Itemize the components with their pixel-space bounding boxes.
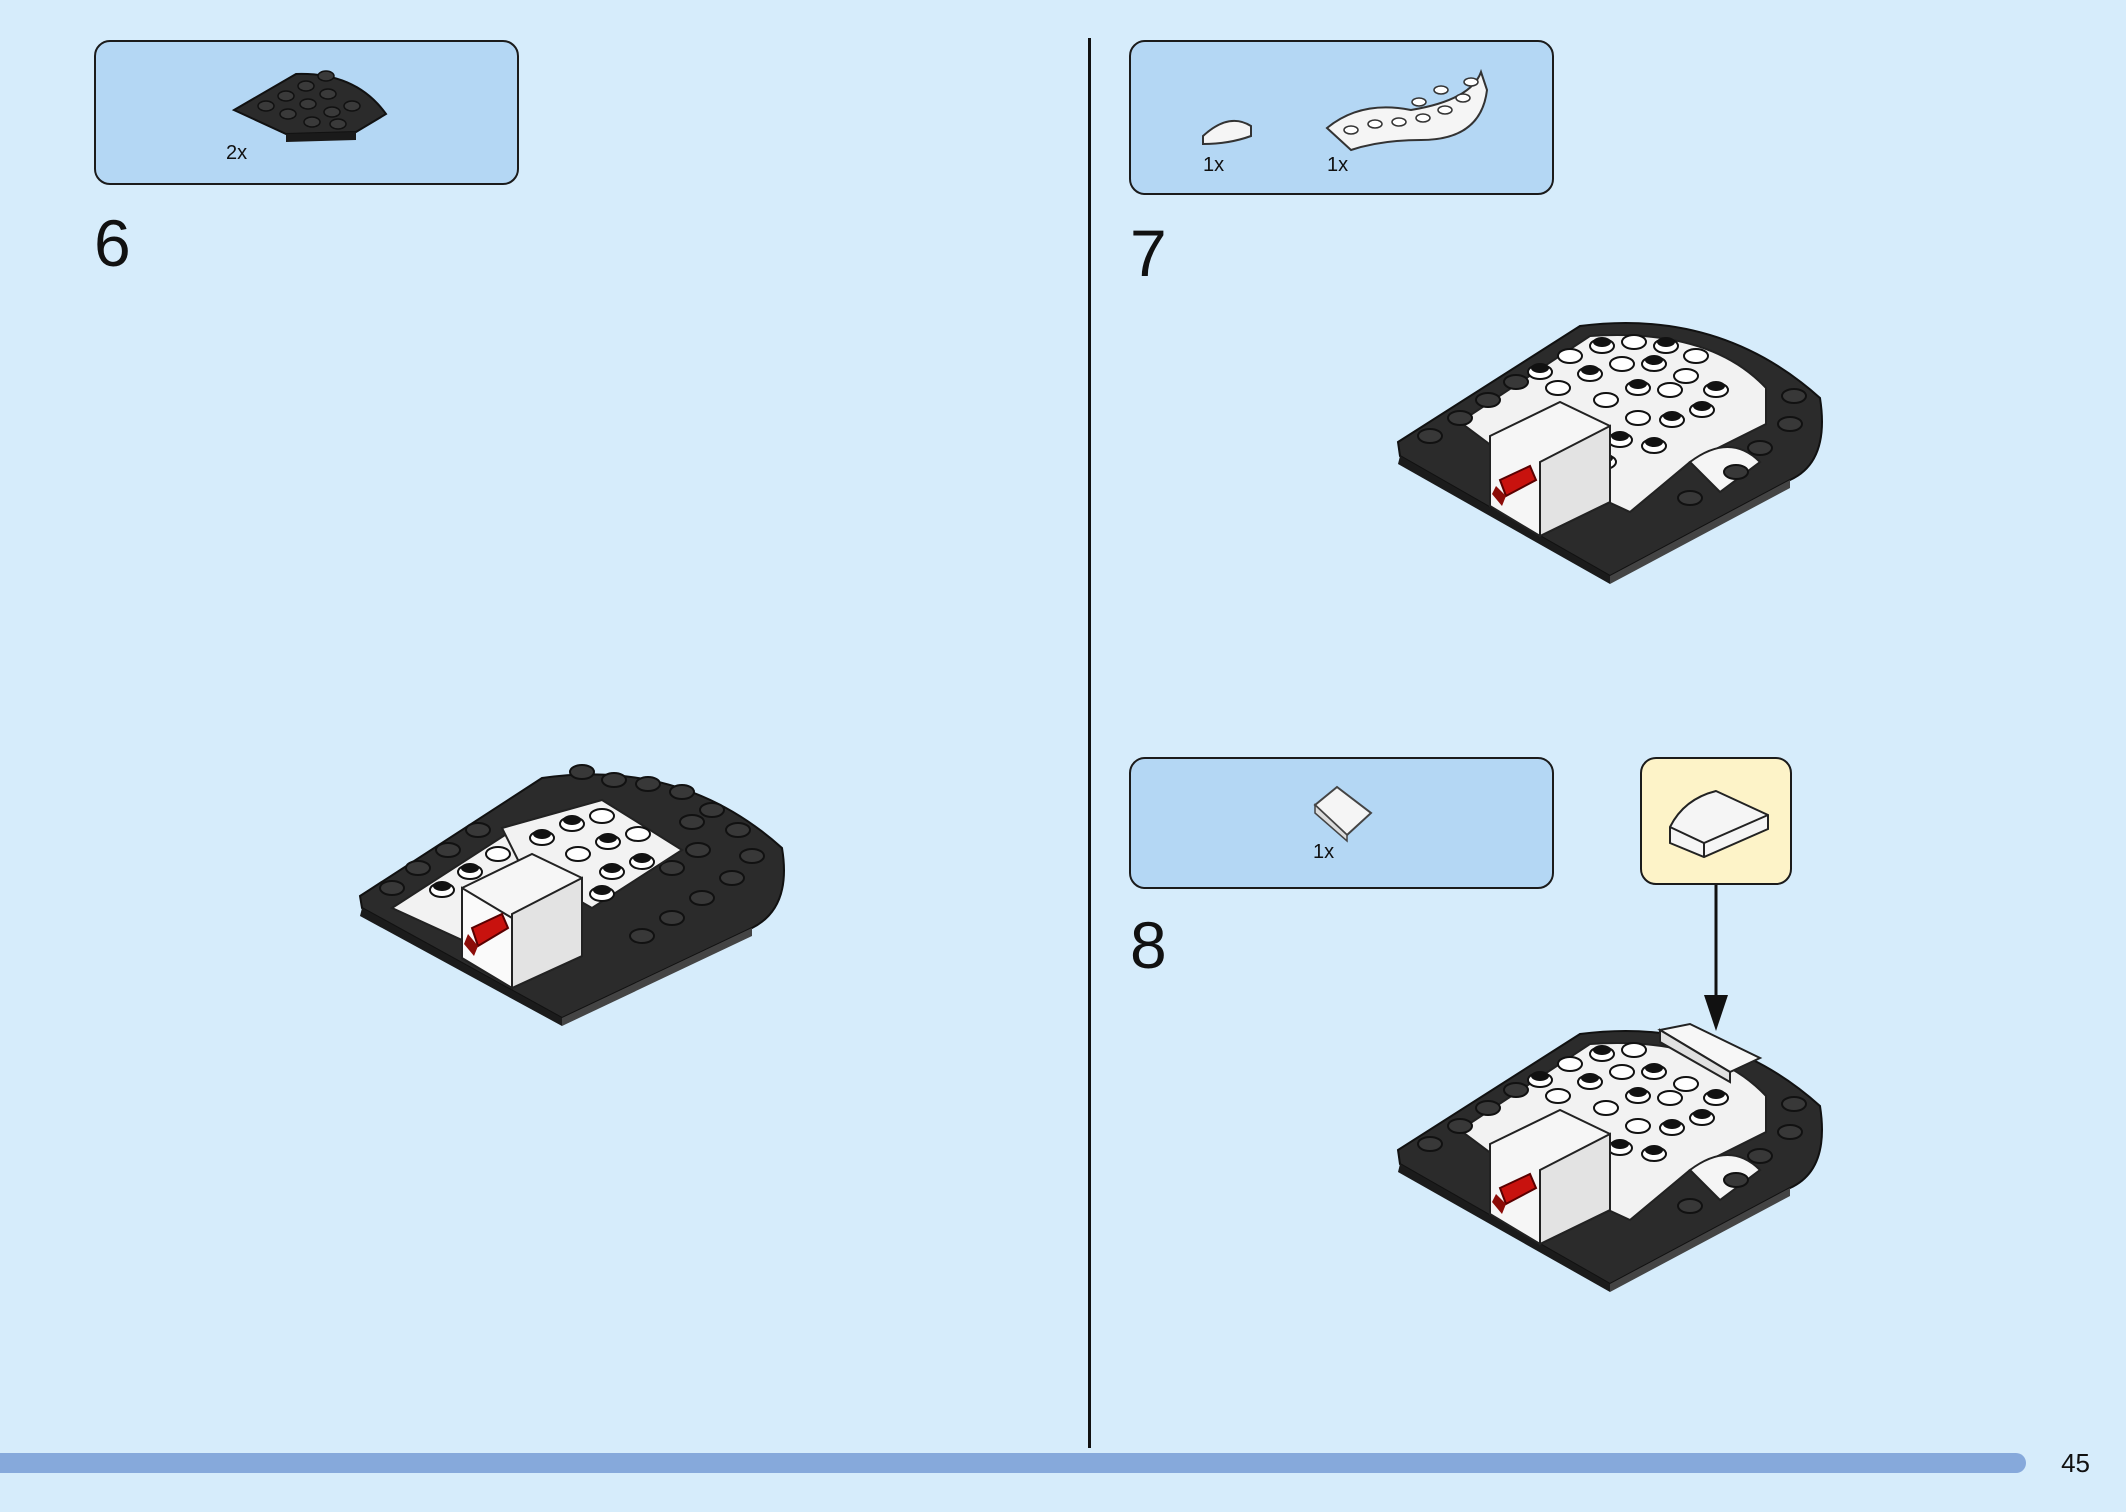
part-placement-callout [1640,757,1792,885]
page-progress-bar [0,1453,2026,1473]
white-small-round-tile-icon [1202,119,1252,146]
white-slope-brick-icon [1313,785,1373,843]
part-quantity: 1x [1203,154,1225,176]
step-6-parts-box: 2x [94,40,519,185]
part-quantity: 2x [226,142,248,164]
page-number: 45 [2061,1448,2090,1478]
placement-arrow [1704,885,1728,1031]
black-quarter-round-plate-icon [231,70,388,142]
step-number-8: 8 [1130,908,1167,982]
step-number-7: 7 [1130,216,1167,290]
step-6-build-illustration [358,764,785,1026]
page-divider [1088,38,1091,1448]
step-8-build-illustration [1396,1022,1823,1292]
step-7-parts-box: 1x 1x [1129,40,1554,195]
step-8-parts-box: 1x [1129,757,1554,889]
part-quantity: 1x [1327,154,1349,176]
white-slope-brick-detail-icon [1669,789,1769,859]
step-number-6: 6 [94,206,131,280]
step-7-build-illustration [1396,322,1823,584]
white-curved-plate-icon [1325,68,1489,152]
part-quantity: 1x [1313,841,1335,863]
